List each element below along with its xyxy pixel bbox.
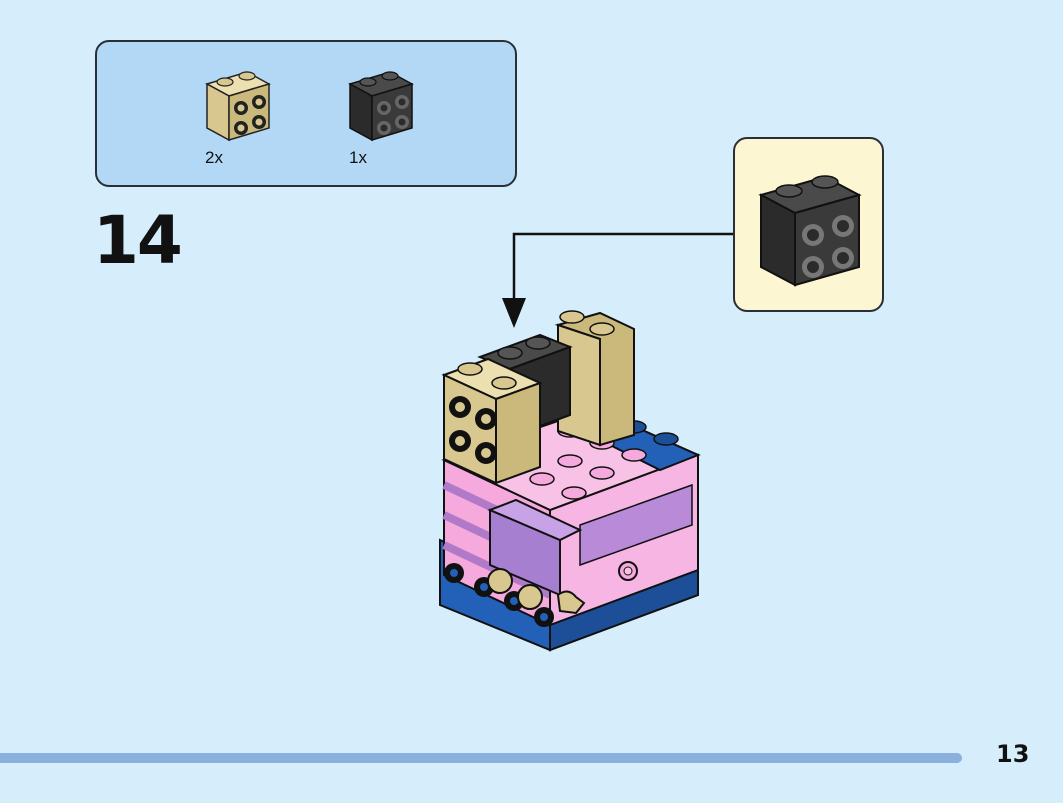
black-brick-part-icon <box>346 64 416 144</box>
black-brick-quantity: 1x <box>349 148 367 167</box>
progress-bar <box>0 753 962 763</box>
page-number: 13 <box>996 740 1030 768</box>
callout-black-brick-icon <box>755 165 865 294</box>
parts-list-box: 2x 1x <box>95 40 517 187</box>
tan-brick-quantity: 2x <box>205 148 223 167</box>
tan-brick-part-icon <box>203 64 273 144</box>
step-number: 14 <box>93 202 183 279</box>
brick-model-illustration <box>430 295 710 659</box>
callout-box <box>733 137 884 312</box>
